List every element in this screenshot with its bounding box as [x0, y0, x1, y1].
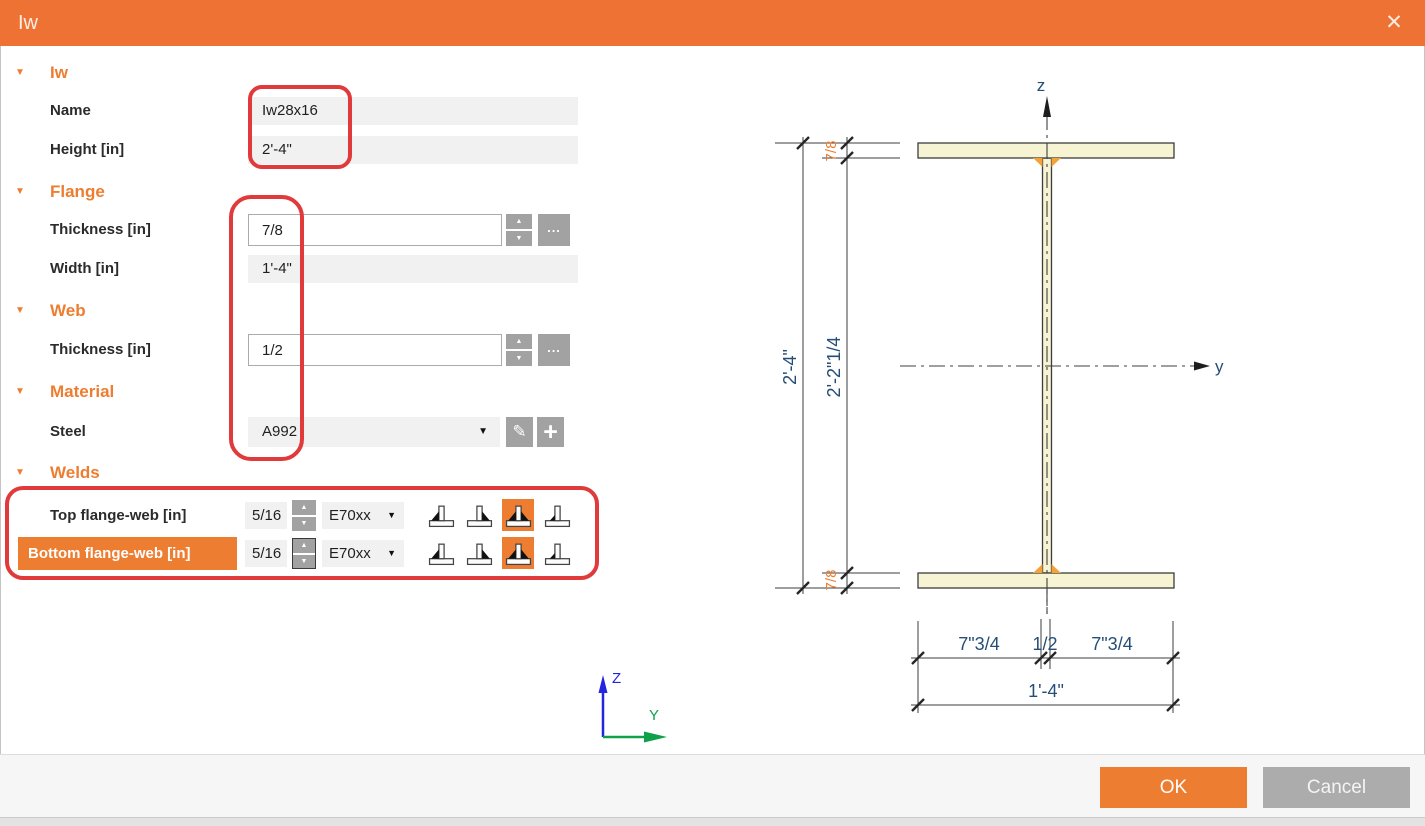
steel-dropdown-value: A992: [262, 423, 298, 440]
weld-type-both-fillet-icon-selected[interactable]: [502, 499, 534, 531]
dim-web-height: 2'-2"1/4: [824, 337, 844, 398]
chevron-down-icon: ▼: [387, 548, 396, 558]
height-field[interactable]: 2'-4": [248, 136, 578, 164]
section-title-welds: Welds: [50, 463, 100, 482]
top-weld-electrode-value: E70xx: [329, 507, 371, 524]
web-thickness-label: Thickness [in]: [50, 341, 151, 358]
web-thickness-spinner: ▲ ▼: [506, 334, 532, 366]
collapse-icon-web[interactable]: ▼: [15, 305, 25, 316]
steel-dropdown[interactable]: A992 ▼: [248, 417, 500, 447]
z-axis-arrow-icon: [1043, 96, 1051, 117]
flange-width-label: Width [in]: [50, 260, 120, 277]
weld-fillet-icon: [1033, 564, 1043, 573]
z-axis-label: z: [1037, 76, 1046, 95]
spinner-up-icon[interactable]: ▲: [293, 539, 315, 553]
weld-fillet-icon: [1033, 158, 1043, 167]
flange-thickness-label: Thickness [in]: [50, 221, 151, 238]
y-axis-arrow-icon: [1194, 361, 1210, 371]
chevron-down-icon: ▼: [387, 510, 396, 520]
web-thickness-input[interactable]: [248, 334, 502, 366]
ucs-axes-indicator: Z Y: [598, 670, 667, 743]
section-title-material: Material: [50, 382, 115, 401]
weld-type-partial-fillet-icon[interactable]: [542, 500, 572, 531]
dim-total-height: 2'-4": [780, 349, 800, 385]
bottom-weld-electrode-dropdown[interactable]: E70xx ▼: [322, 540, 404, 567]
section-title-flange: Flange: [50, 182, 105, 201]
weld-type-left-fillet-icon[interactable]: [426, 538, 456, 569]
weld-type-right-fillet-icon[interactable]: [464, 538, 494, 569]
dim-total-width: 1'-4": [1028, 681, 1064, 701]
beam-bottom-flange: [917, 572, 1175, 589]
height-label: Height [in]: [50, 141, 125, 158]
collapse-icon-flange[interactable]: ▼: [15, 186, 25, 197]
y-axis-label: y: [1215, 357, 1224, 376]
top-weld-label[interactable]: Top flange-web [in]: [50, 507, 187, 524]
flange-thickness-spinner: ▲ ▼: [506, 214, 532, 246]
top-weld-electrode-dropdown[interactable]: E70xx ▼: [322, 502, 404, 529]
cancel-button[interactable]: Cancel: [1263, 767, 1410, 808]
name-field[interactable]: Iw28x16: [248, 97, 578, 125]
collapse-icon-iw[interactable]: ▼: [15, 67, 25, 78]
top-weld-size-field[interactable]: 5/16: [245, 502, 287, 529]
spinner-up-icon[interactable]: ▲: [506, 214, 532, 229]
edit-material-button[interactable]: ✎: [506, 417, 533, 447]
pencil-icon: ✎: [512, 422, 527, 441]
ucs-y-arrow-icon: [644, 731, 667, 743]
beam-top-flange: [917, 142, 1175, 159]
flange-thickness-input[interactable]: [248, 214, 502, 246]
add-material-button[interactable]: +: [537, 417, 564, 447]
section-title-web: Web: [50, 301, 86, 320]
ucs-y-label: Y: [649, 707, 659, 724]
ok-button[interactable]: OK: [1100, 767, 1247, 808]
title-bar: [0, 0, 1425, 46]
web-thickness-more-button[interactable]: ...: [538, 334, 570, 366]
bottom-weld-size-field[interactable]: 5/16: [245, 540, 287, 567]
weld-type-partial-fillet-icon[interactable]: [542, 538, 572, 569]
weld-type-left-fillet-icon[interactable]: [426, 500, 456, 531]
section-title-iw: Iw: [50, 63, 68, 82]
dim-right-half-width: 7"3/4: [1091, 634, 1132, 654]
steel-label: Steel: [50, 423, 86, 440]
dim-flange-thickness-bottom: 7/8: [823, 570, 840, 591]
cross-section-drawing: z y 2'-4" 2'-2"1/4 7/8 7/8: [775, 76, 1224, 713]
spinner-up-icon[interactable]: ▲: [506, 334, 532, 349]
dim-flange-thickness-top: 7/8: [823, 141, 840, 162]
spinner-down-icon[interactable]: ▼: [506, 351, 532, 366]
chevron-down-icon: ▼: [478, 426, 488, 437]
plus-icon: +: [543, 417, 558, 446]
spinner-down-icon[interactable]: ▼: [506, 231, 532, 246]
ucs-z-arrow-icon: [598, 675, 608, 693]
bottom-weld-label-selected[interactable]: Bottom flange-web [in]: [18, 537, 237, 570]
collapse-icon-welds[interactable]: ▼: [15, 467, 25, 478]
spinner-down-icon[interactable]: ▼: [292, 516, 316, 531]
spinner-up-icon[interactable]: ▲: [292, 500, 316, 515]
collapse-icon-material[interactable]: ▼: [15, 386, 25, 397]
window-bottom-edge: [0, 817, 1425, 826]
bottom-weld-spinner-focused: ▲ ▼: [292, 538, 316, 569]
close-icon[interactable]: ✕: [1385, 11, 1403, 34]
weld-type-right-fillet-icon[interactable]: [464, 500, 494, 531]
flange-thickness-more-button[interactable]: ...: [538, 214, 570, 246]
dim-left-half-width: 7"3/4: [958, 634, 999, 654]
weld-fillet-icon: [1051, 564, 1061, 573]
weld-type-both-fillet-icon-selected[interactable]: [502, 537, 534, 569]
top-weld-spinner: ▲ ▼: [292, 500, 316, 531]
dialog-title: Iw: [18, 12, 38, 34]
dim-web-thickness: 1/2: [1032, 634, 1057, 654]
bottom-weld-electrode-value: E70xx: [329, 545, 371, 562]
name-label: Name: [50, 102, 91, 119]
ucs-z-label: Z: [612, 670, 621, 687]
spinner-down-icon[interactable]: ▼: [293, 554, 315, 568]
flange-width-field[interactable]: 1'-4": [248, 255, 578, 283]
weld-fillet-icon: [1051, 158, 1061, 167]
